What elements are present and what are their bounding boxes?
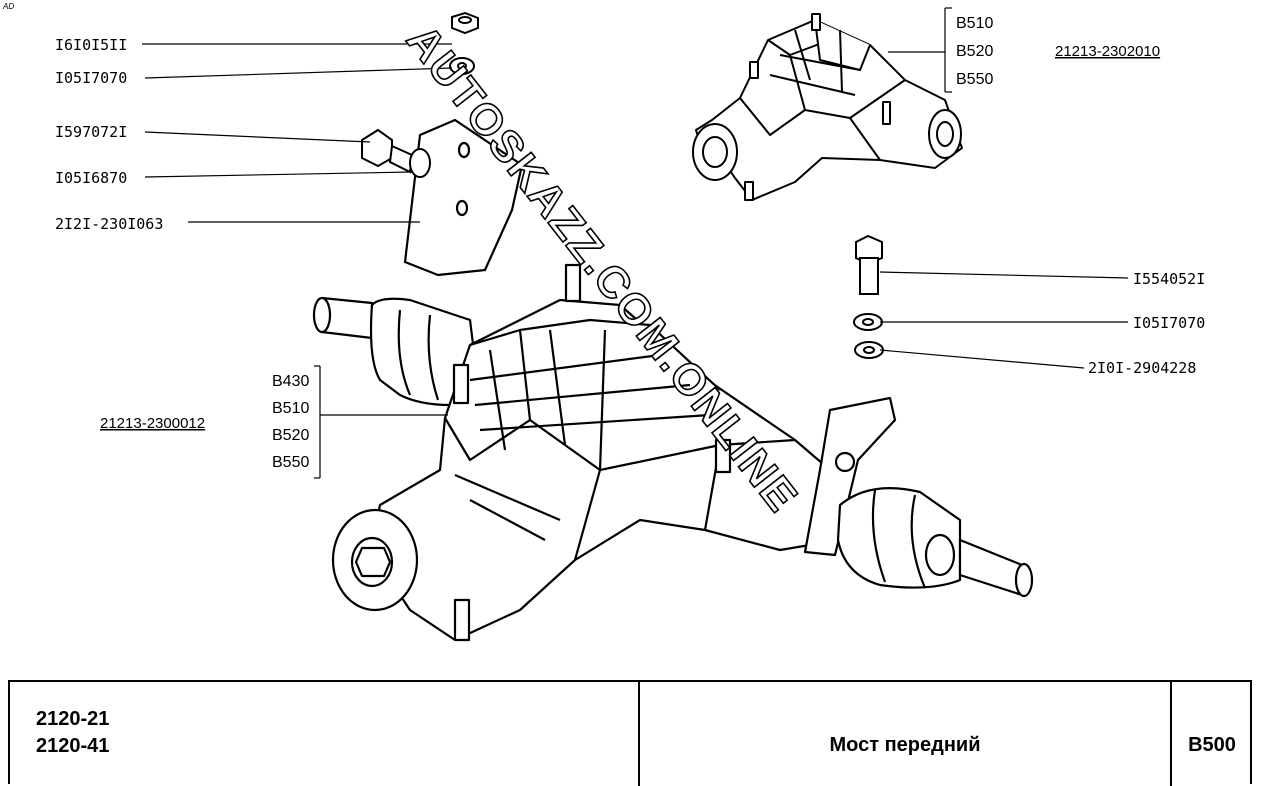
lower-variant-2: B510 — [272, 400, 309, 417]
part-label-2: I05I7070 — [55, 69, 127, 87]
part-label-1: I6I0I5II — [55, 36, 127, 54]
lower-variant-4: B550 — [272, 454, 309, 471]
upper-gearbox-illustration — [692, 13, 963, 201]
part-label-7: I05I7070 — [1133, 314, 1205, 332]
model-number-1: 2120-21 — [36, 708, 110, 730]
title-block: 2120-21 2120-41 Мост передний B500 — [8, 680, 1252, 786]
lower-variant-1: B430 — [272, 373, 309, 390]
part-label-5: 2I2I-230I063 — [55, 215, 163, 233]
title-cell: Мост передний — [640, 682, 1172, 786]
models-cell: 2120-21 2120-41 — [10, 682, 640, 786]
part-label-4: I05I6870 — [55, 169, 127, 187]
assembly-number-lower: 21213-2300012 — [100, 415, 205, 432]
parts-diagram: AUTOSKAZZ.COM.ONLINE I6I0I5II I05I7070 I… — [55, 7, 1205, 642]
main-gearbox-illustration — [312, 118, 1034, 642]
part-label-8: 2I0I-2904228 — [1088, 359, 1196, 377]
leader-lines — [142, 7, 1129, 479]
assembly-number-upper: 21213-2302010 — [1055, 43, 1160, 60]
corner-mark: AD — [3, 2, 15, 11]
code-cell: B500 — [1172, 682, 1252, 786]
part-label-3: I597072I — [55, 123, 127, 141]
upper-variant-3: B550 — [956, 71, 993, 88]
upper-variant-2: B520 — [956, 43, 993, 60]
part-label-6: I554052I — [1133, 270, 1205, 288]
upper-variant-1: B510 — [956, 15, 993, 32]
model-number-2: 2120-41 — [36, 735, 110, 757]
section-code: B500 — [1188, 734, 1236, 756]
small-parts-illustration — [361, 11, 884, 359]
page-title: Мост передний — [829, 734, 981, 756]
lower-variant-3: B520 — [272, 427, 309, 444]
